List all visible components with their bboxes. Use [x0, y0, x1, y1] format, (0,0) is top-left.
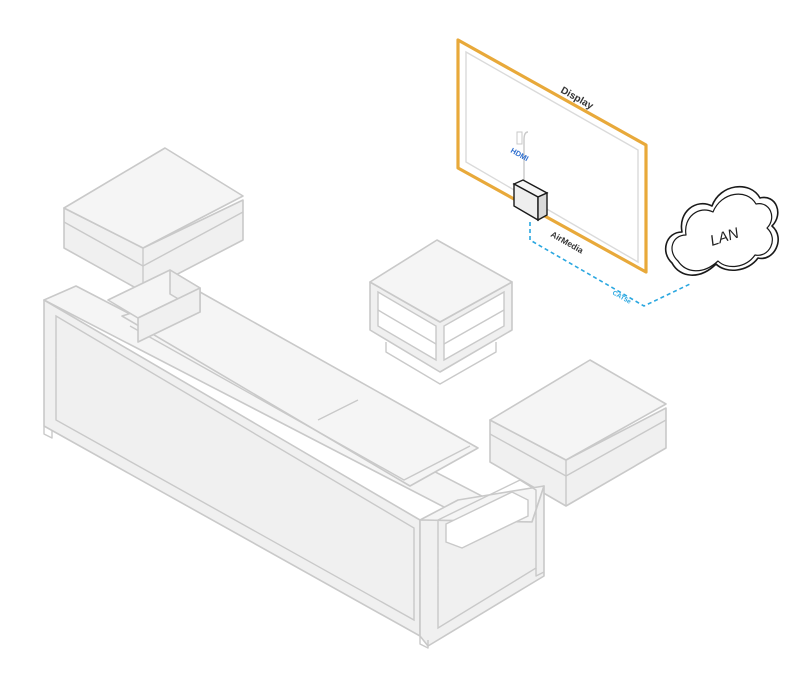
cat5e-label: CAT5e [611, 290, 632, 306]
sofa [43, 269, 545, 649]
lan-cloud: LAN [664, 185, 779, 276]
ottoman-left [63, 147, 244, 293]
cloud-icon [664, 185, 779, 276]
cube-table [369, 239, 513, 385]
display-frame [456, 38, 648, 274]
ottoman-right [489, 359, 667, 507]
